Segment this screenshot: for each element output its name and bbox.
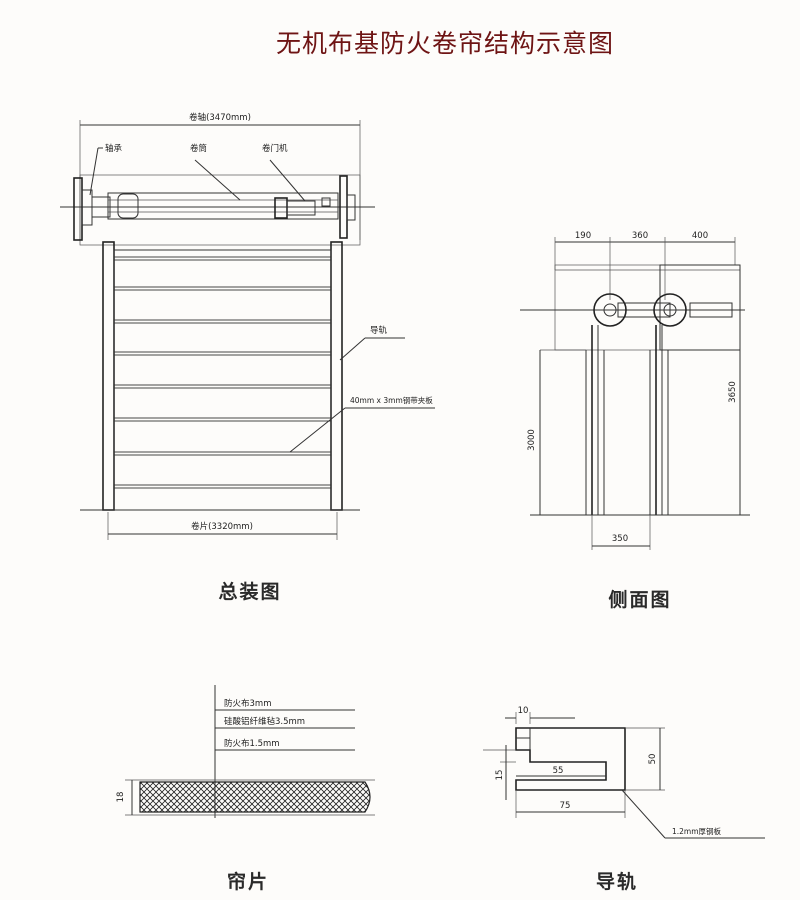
side-chain <box>617 302 671 318</box>
roller-axis-label: 卷轴(3470mm) <box>189 112 251 123</box>
roll-right-outer <box>653 293 687 327</box>
plate-leader <box>621 789 666 839</box>
clip-plate-leader <box>289 407 346 453</box>
layer2-label: 硅酸铝纤维毡3.5mm <box>224 716 305 727</box>
rail-section-caption: 导轨 <box>596 870 638 893</box>
curtain-slat-7 <box>113 451 332 456</box>
drum-leader <box>194 159 241 201</box>
roll-left-outer <box>593 293 627 327</box>
bearing-label: 轴承 <box>105 143 123 154</box>
dim-75: 75 <box>560 801 571 811</box>
assembly-caption: 总装图 <box>218 580 281 603</box>
motor-block <box>274 197 288 219</box>
dim-50: 50 <box>648 754 658 765</box>
curtain-width-label: 卷片(3320mm) <box>191 521 253 532</box>
dim-400: 400 <box>692 231 708 241</box>
curtain-slat-5 <box>113 384 332 389</box>
plate-label: 1.2mm厚钢板 <box>672 826 722 836</box>
curtain-slats <box>113 256 332 489</box>
guide-rail-left <box>102 241 115 511</box>
page-title: 无机布基防火卷帘结构示意图 <box>276 29 614 58</box>
dim-350: 350 <box>612 534 628 544</box>
motor-leader <box>269 159 306 202</box>
piece-hatch <box>139 781 371 813</box>
motor-side <box>689 302 733 318</box>
roll-left-inner <box>603 303 617 317</box>
curtain-panel <box>113 249 332 511</box>
clip-plate-label: 40mm x 3mm钢带夹板 <box>350 395 433 405</box>
drum-end-left <box>117 193 139 219</box>
curtain-slat-6 <box>113 417 332 422</box>
bearing-leader <box>89 147 99 196</box>
right-bearing <box>346 194 356 221</box>
dim-3000: 3000 <box>527 429 537 451</box>
thickness-label: 18 <box>116 792 126 803</box>
dim-10: 10 <box>518 706 529 716</box>
motor-limit <box>321 197 331 207</box>
curtain-piece-caption: 帘片 <box>227 870 269 893</box>
curtain-slat-3 <box>113 319 332 324</box>
housing-outline <box>79 174 361 246</box>
motor-body <box>286 200 316 216</box>
motor-label: 卷门机 <box>262 143 288 154</box>
guide-rail-label: 导轨 <box>370 325 388 336</box>
dim-3650: 3650 <box>728 381 738 403</box>
curtain-piece-section: 防火布3mm 硅酸铝纤维毡3.5mm 防火布1.5mm 18 帘片 <box>116 685 375 893</box>
left-bearing-hub <box>91 196 111 218</box>
guide-rail-right <box>330 241 343 511</box>
dim-360: 360 <box>632 231 648 241</box>
side-cover <box>659 264 741 351</box>
dim-55: 55 <box>553 766 564 776</box>
side-housing <box>554 264 741 351</box>
dim-15: 15 <box>495 770 505 781</box>
side-view: 190 360 400 3000 3650 <box>520 231 750 611</box>
side-view-caption: 侧面图 <box>608 589 671 611</box>
drum-label: 卷筒 <box>190 143 207 154</box>
curtain-slat-2 <box>113 286 332 291</box>
rail-leader <box>339 337 366 361</box>
curtain-slat-1 <box>113 256 332 261</box>
curtain-slat-8 <box>113 484 332 489</box>
roll-right-inner <box>663 303 677 317</box>
assembly-drawing: 卷轴(3470mm) 轴承 卷筒 卷门机 <box>60 112 435 603</box>
dim-190: 190 <box>575 231 591 241</box>
curtain-slat-4 <box>113 351 332 356</box>
layer3-label: 防火布1.5mm <box>224 738 280 749</box>
rail-section: 10 50 55 15 75 1.2mm厚钢板 导轨 <box>483 706 765 893</box>
drum-body <box>107 192 339 220</box>
layer1-label: 防火布3mm <box>224 698 271 709</box>
rail-profile <box>515 727 626 791</box>
left-bracket <box>73 177 83 241</box>
